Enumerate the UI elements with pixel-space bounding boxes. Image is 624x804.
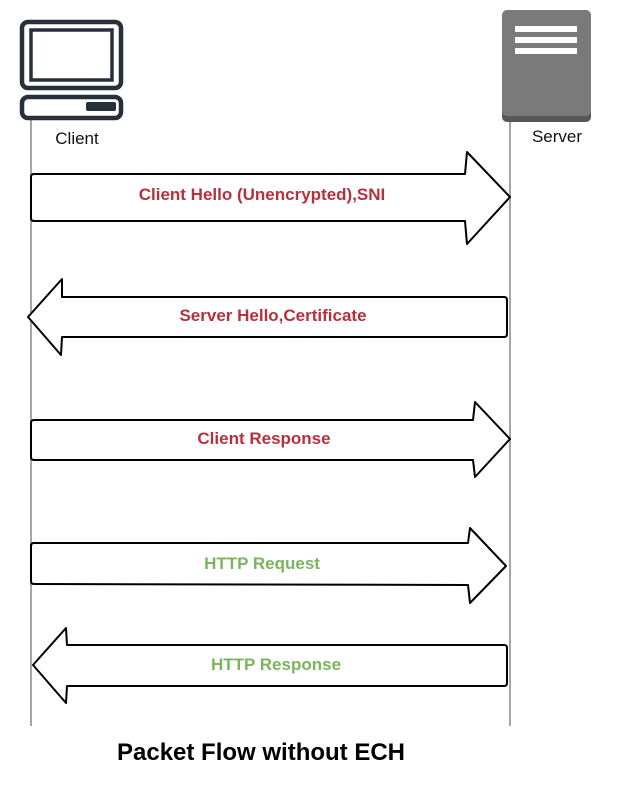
arrow-right-shape (30, 527, 507, 604)
message-label: Client Hello (Unencrypted),SNI (139, 185, 386, 204)
arrow-left-shape (27, 278, 508, 356)
message-label: HTTP Request (204, 554, 320, 573)
message-arrow: Client Hello (Unencrypted),SNI (30, 151, 511, 245)
message-label: HTTP Response (211, 655, 341, 674)
desktop-computer-icon (19, 19, 124, 121)
arrow-right-shape (30, 401, 511, 478)
message-arrow: HTTP Request (30, 527, 507, 604)
message-arrow: Server Hello,Certificate (27, 278, 508, 356)
server-label: Server (532, 127, 582, 146)
arrow-left-shape (32, 627, 508, 704)
client-label: Client (55, 129, 99, 148)
server-icon (502, 10, 591, 122)
message-label: Server Hello,Certificate (179, 306, 366, 325)
arrow-right-shape (30, 151, 511, 245)
message-arrow: Client Response (30, 401, 511, 478)
message-arrow: HTTP Response (32, 627, 508, 704)
diagram-title: Packet Flow without ECH (117, 739, 405, 766)
message-label: Client Response (197, 429, 330, 448)
